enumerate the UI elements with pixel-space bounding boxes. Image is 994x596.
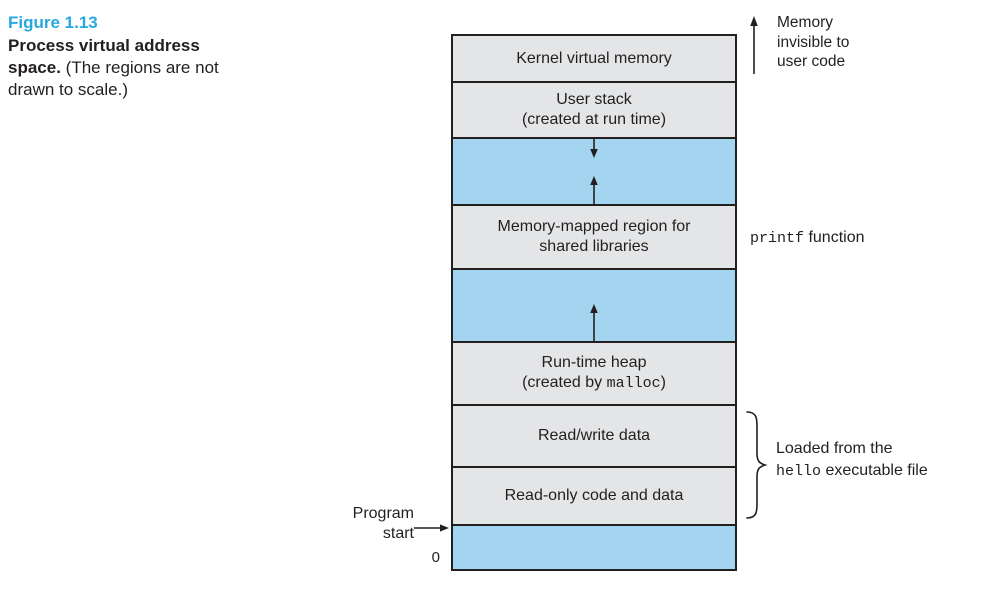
region-memory-mapped-shared-libraries: Memory-mapped region for shared librarie… — [451, 204, 737, 270]
region-runtime-heap: Run-time heap (created by malloc) — [451, 341, 737, 406]
loaded-line2-rest: executable file — [821, 462, 928, 479]
heap-label-line1: Run-time heap — [541, 354, 647, 371]
region-label: Kernel virtual memory — [516, 49, 672, 67]
loaded-from-executable-annotation: Loaded from the hello executable file — [776, 438, 928, 483]
region-read-only-code-and-data: Read-only code and data — [451, 466, 737, 526]
program-start-label: Program start — [352, 505, 414, 542]
printf-mono-text: printf — [750, 230, 805, 247]
loaded-annotation-line1: Loaded from the — [776, 440, 893, 457]
memory-invisible-annotation: Memory invisible to user code — [777, 14, 850, 70]
mapped-region-grows-up-arrow-icon — [590, 176, 598, 206]
region-label: Read/write data — [537, 427, 651, 444]
loaded-from-brace-icon — [746, 411, 768, 519]
figure-caption-note: (The regions are not drawn to scale.) — [8, 58, 219, 99]
region-kernel-virtual-memory: Kernel virtual memory — [451, 34, 737, 83]
region-label: Read-only code and data — [504, 487, 684, 504]
figure-caption: Figure 1.13 Process virtual address spac… — [8, 12, 234, 101]
region-read-write-data: Read/write data — [451, 404, 737, 468]
figure-caption-text: Process virtual address space. (The regi… — [8, 35, 234, 101]
stack-grows-down-arrow-icon — [590, 139, 598, 158]
memory-invisible-up-arrow-icon — [750, 16, 758, 74]
region-bottom-unused — [451, 524, 737, 571]
heap-label-line2-post: ) — [660, 374, 666, 391]
loaded-annotation-line2: hello executable file — [776, 460, 928, 483]
heap-label-line2-pre: (created by — [522, 374, 607, 391]
region-user-stack: User stack (created at run time) — [451, 81, 737, 139]
region-label: User stack (created at run time) — [521, 91, 667, 128]
hello-mono-text: hello — [776, 463, 822, 480]
program-start-arrow-icon — [414, 524, 449, 532]
figure-label: Figure 1.13 — [8, 13, 98, 32]
printf-function-annotation: printf function — [750, 228, 865, 249]
address-zero-label: 0 — [431, 549, 440, 566]
heap-label-malloc: malloc — [606, 375, 661, 392]
region-label: Memory-mapped region for shared librarie… — [497, 218, 691, 255]
printf-rest-text: function — [804, 229, 865, 246]
region-label: Run-time heap (created by malloc) — [522, 353, 666, 394]
heap-grows-up-arrow-icon — [590, 304, 598, 342]
figure-caption-title: Process virtual address space. — [8, 36, 200, 77]
